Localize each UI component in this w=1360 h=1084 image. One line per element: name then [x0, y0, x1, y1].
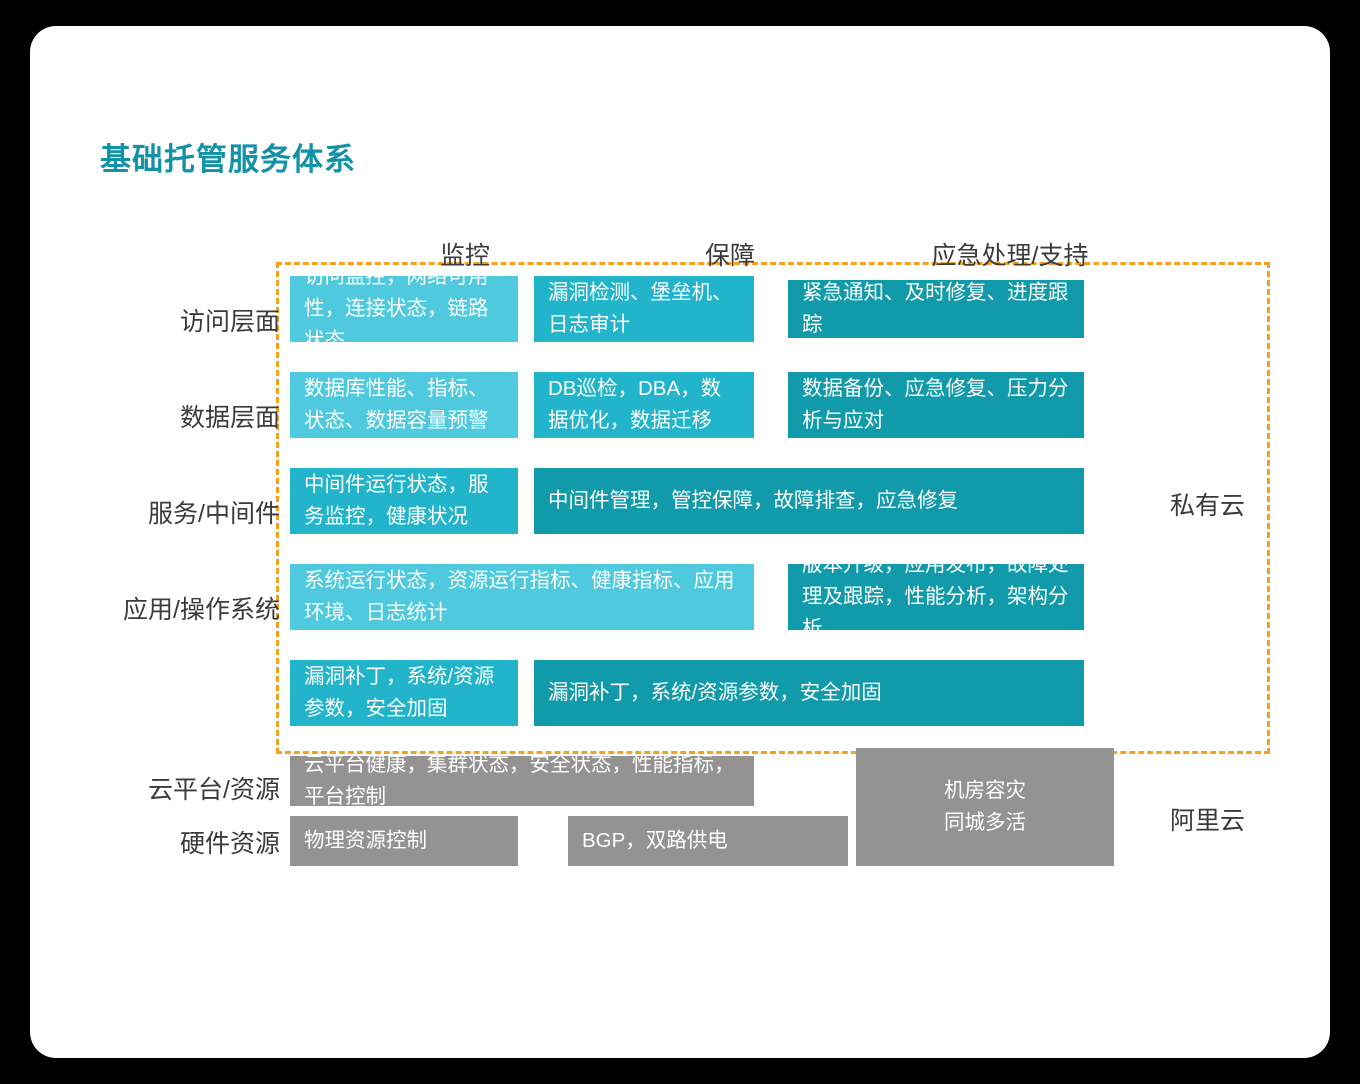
side-label-private-cloud: 私有云 — [1170, 492, 1246, 520]
cell-access-assurance[interactable]: 漏洞检测、堡垒机、日志审计 — [534, 276, 754, 342]
cell-app-emergency[interactable]: 版本升级，应用发布，故障处理及跟踪，性能分析，架构分析 — [788, 564, 1084, 630]
row-label-data-layer: 数据层面 — [179, 404, 280, 432]
row-label-access-layer: 访问层面 — [179, 308, 280, 336]
cell-text: 漏洞补丁，系统/资源参数，安全加固 — [304, 665, 495, 720]
cell-text: 漏洞检测、堡垒机、日志审计 — [548, 281, 733, 336]
side-label-alicloud: 阿里云 — [1170, 807, 1246, 835]
cell-text: 漏洞补丁，系统/资源参数，安全加固 — [548, 681, 882, 704]
column-header-monitoring: 监控 — [439, 242, 490, 270]
column-header-assurance: 保障 — [704, 242, 755, 270]
cell-text: BGP，双路供电 — [582, 829, 728, 852]
row-label-cloud-platform: 云平台/资源 — [148, 776, 280, 804]
cell-text: 云平台健康，集群状态，安全状态，性能指标，平台控制 — [304, 756, 735, 806]
cell-text: 中间件运行状态，服务监控，健康状况 — [304, 473, 489, 528]
cell-text: 物理资源控制 — [304, 829, 427, 852]
cell-text: 访问监控，网络可用性，连接状态，链路状态 — [304, 276, 489, 342]
cell-access-emergency[interactable]: 紧急通知、及时修复、进度跟踪 — [788, 280, 1084, 338]
cell-text: DB巡检，DBA，数据优化，数据迁移 — [548, 377, 722, 432]
cell-datacenter-dr[interactable]: 机房容灾 同城多活 — [856, 748, 1114, 866]
cell-access-monitoring[interactable]: 访问监控，网络可用性，连接状态，链路状态 — [290, 276, 518, 342]
cell-app-monitoring-assurance[interactable]: 系统运行状态，资源运行指标、健康指标、应用环境、日志统计 — [290, 564, 754, 630]
cell-text: 版本升级，应用发布，故障处理及跟踪，性能分析，架构分析 — [802, 564, 1069, 630]
cell-text: 数据备份、应急修复、压力分析与应对 — [802, 377, 1069, 432]
cell-text: 中间件管理，管控保障，故障排查，应急修复 — [548, 489, 958, 512]
cell-hardware-assurance[interactable]: BGP，双路供电 — [568, 816, 848, 866]
cell-security-assurance-emergency[interactable]: 漏洞补丁，系统/资源参数，安全加固 — [534, 660, 1084, 726]
cell-data-monitoring[interactable]: 数据库性能、指标、状态、数据容量预警 — [290, 372, 518, 438]
cell-middleware-monitoring[interactable]: 中间件运行状态，服务监控，健康状况 — [290, 468, 518, 534]
diagram-card: 基础托管服务体系 监控 保障 应急处理/支持 访问层面 数据层面 服务/中间件 … — [30, 26, 1330, 1058]
column-header-emergency: 应急处理/支持 — [931, 242, 1089, 270]
cell-cloud-platform-monitoring-assurance[interactable]: 云平台健康，集群状态，安全状态，性能指标，平台控制 — [290, 756, 754, 806]
row-label-app-os: 应用/操作系统 — [123, 596, 280, 624]
cell-data-emergency[interactable]: 数据备份、应急修复、压力分析与应对 — [788, 372, 1084, 438]
cell-hardware-monitoring[interactable]: 物理资源控制 — [290, 816, 518, 866]
cell-text: 机房容灾 同城多活 — [944, 779, 1026, 834]
row-label-service-middleware: 服务/中间件 — [148, 500, 280, 528]
cell-text: 数据库性能、指标、状态、数据容量预警 — [304, 377, 489, 432]
private-cloud-region — [276, 262, 1270, 754]
cell-text: 紧急通知、及时修复、进度跟踪 — [802, 281, 1069, 336]
cell-security-monitoring[interactable]: 漏洞补丁，系统/资源参数，安全加固 — [290, 660, 518, 726]
cell-text: 系统运行状态，资源运行指标、健康指标、应用环境、日志统计 — [304, 569, 735, 624]
page-title: 基础托管服务体系 — [100, 142, 356, 177]
cell-middleware-assurance-emergency[interactable]: 中间件管理，管控保障，故障排查，应急修复 — [534, 468, 1084, 534]
cell-data-assurance[interactable]: DB巡检，DBA，数据优化，数据迁移 — [534, 372, 754, 438]
row-label-hardware: 硬件资源 — [179, 830, 280, 858]
